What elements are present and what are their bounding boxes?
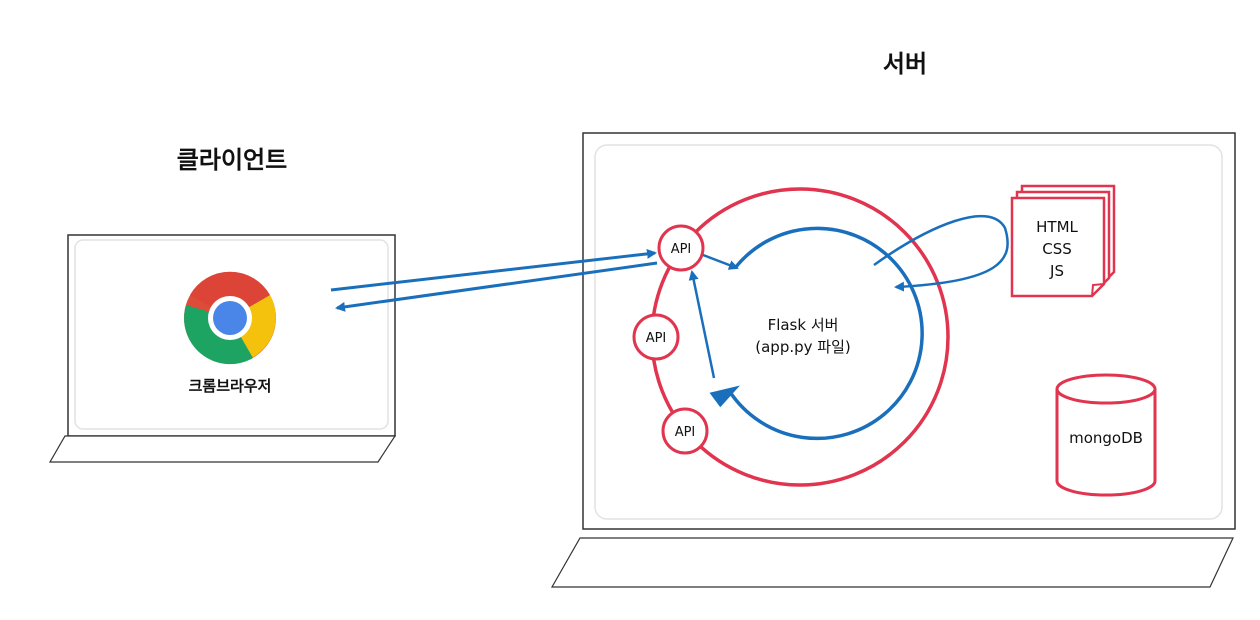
svg-text:API: API bbox=[675, 425, 696, 440]
loop-arrowhead-icon bbox=[709, 385, 740, 408]
file-html-label: HTML bbox=[1036, 218, 1078, 236]
api-node: API bbox=[657, 224, 705, 272]
db-label: mongoDB bbox=[1069, 429, 1143, 447]
flask-to-api-arrow bbox=[688, 270, 716, 379]
static-files-stack bbox=[1010, 184, 1116, 298]
file-css-label: CSS bbox=[1042, 240, 1072, 258]
flask-label-line1: Flask 서버 bbox=[768, 316, 839, 334]
api-node: API bbox=[661, 407, 709, 455]
server-laptop-base bbox=[550, 537, 1234, 588]
api-to-flask-arrow bbox=[702, 253, 739, 270]
api-node: API bbox=[632, 313, 680, 361]
file-js-label: JS bbox=[1049, 262, 1064, 280]
flask-inner-loop bbox=[728, 226, 924, 441]
browser-label: 크롬브라우저 bbox=[189, 377, 272, 395]
flask-label-line2: (app.py 파일) bbox=[755, 338, 850, 356]
client-laptop-base bbox=[48, 435, 397, 463]
server-title: 서버 bbox=[883, 50, 927, 78]
database-cylinder-icon bbox=[1055, 373, 1157, 497]
client-title: 클라이언트 bbox=[177, 146, 287, 174]
files-loop-arrow bbox=[873, 214, 1009, 292]
response-arrow bbox=[335, 261, 658, 312]
svg-text:API: API bbox=[671, 242, 692, 257]
request-arrow bbox=[330, 248, 657, 292]
svg-text:API: API bbox=[646, 331, 667, 346]
chrome-logo-icon bbox=[184, 271, 276, 365]
